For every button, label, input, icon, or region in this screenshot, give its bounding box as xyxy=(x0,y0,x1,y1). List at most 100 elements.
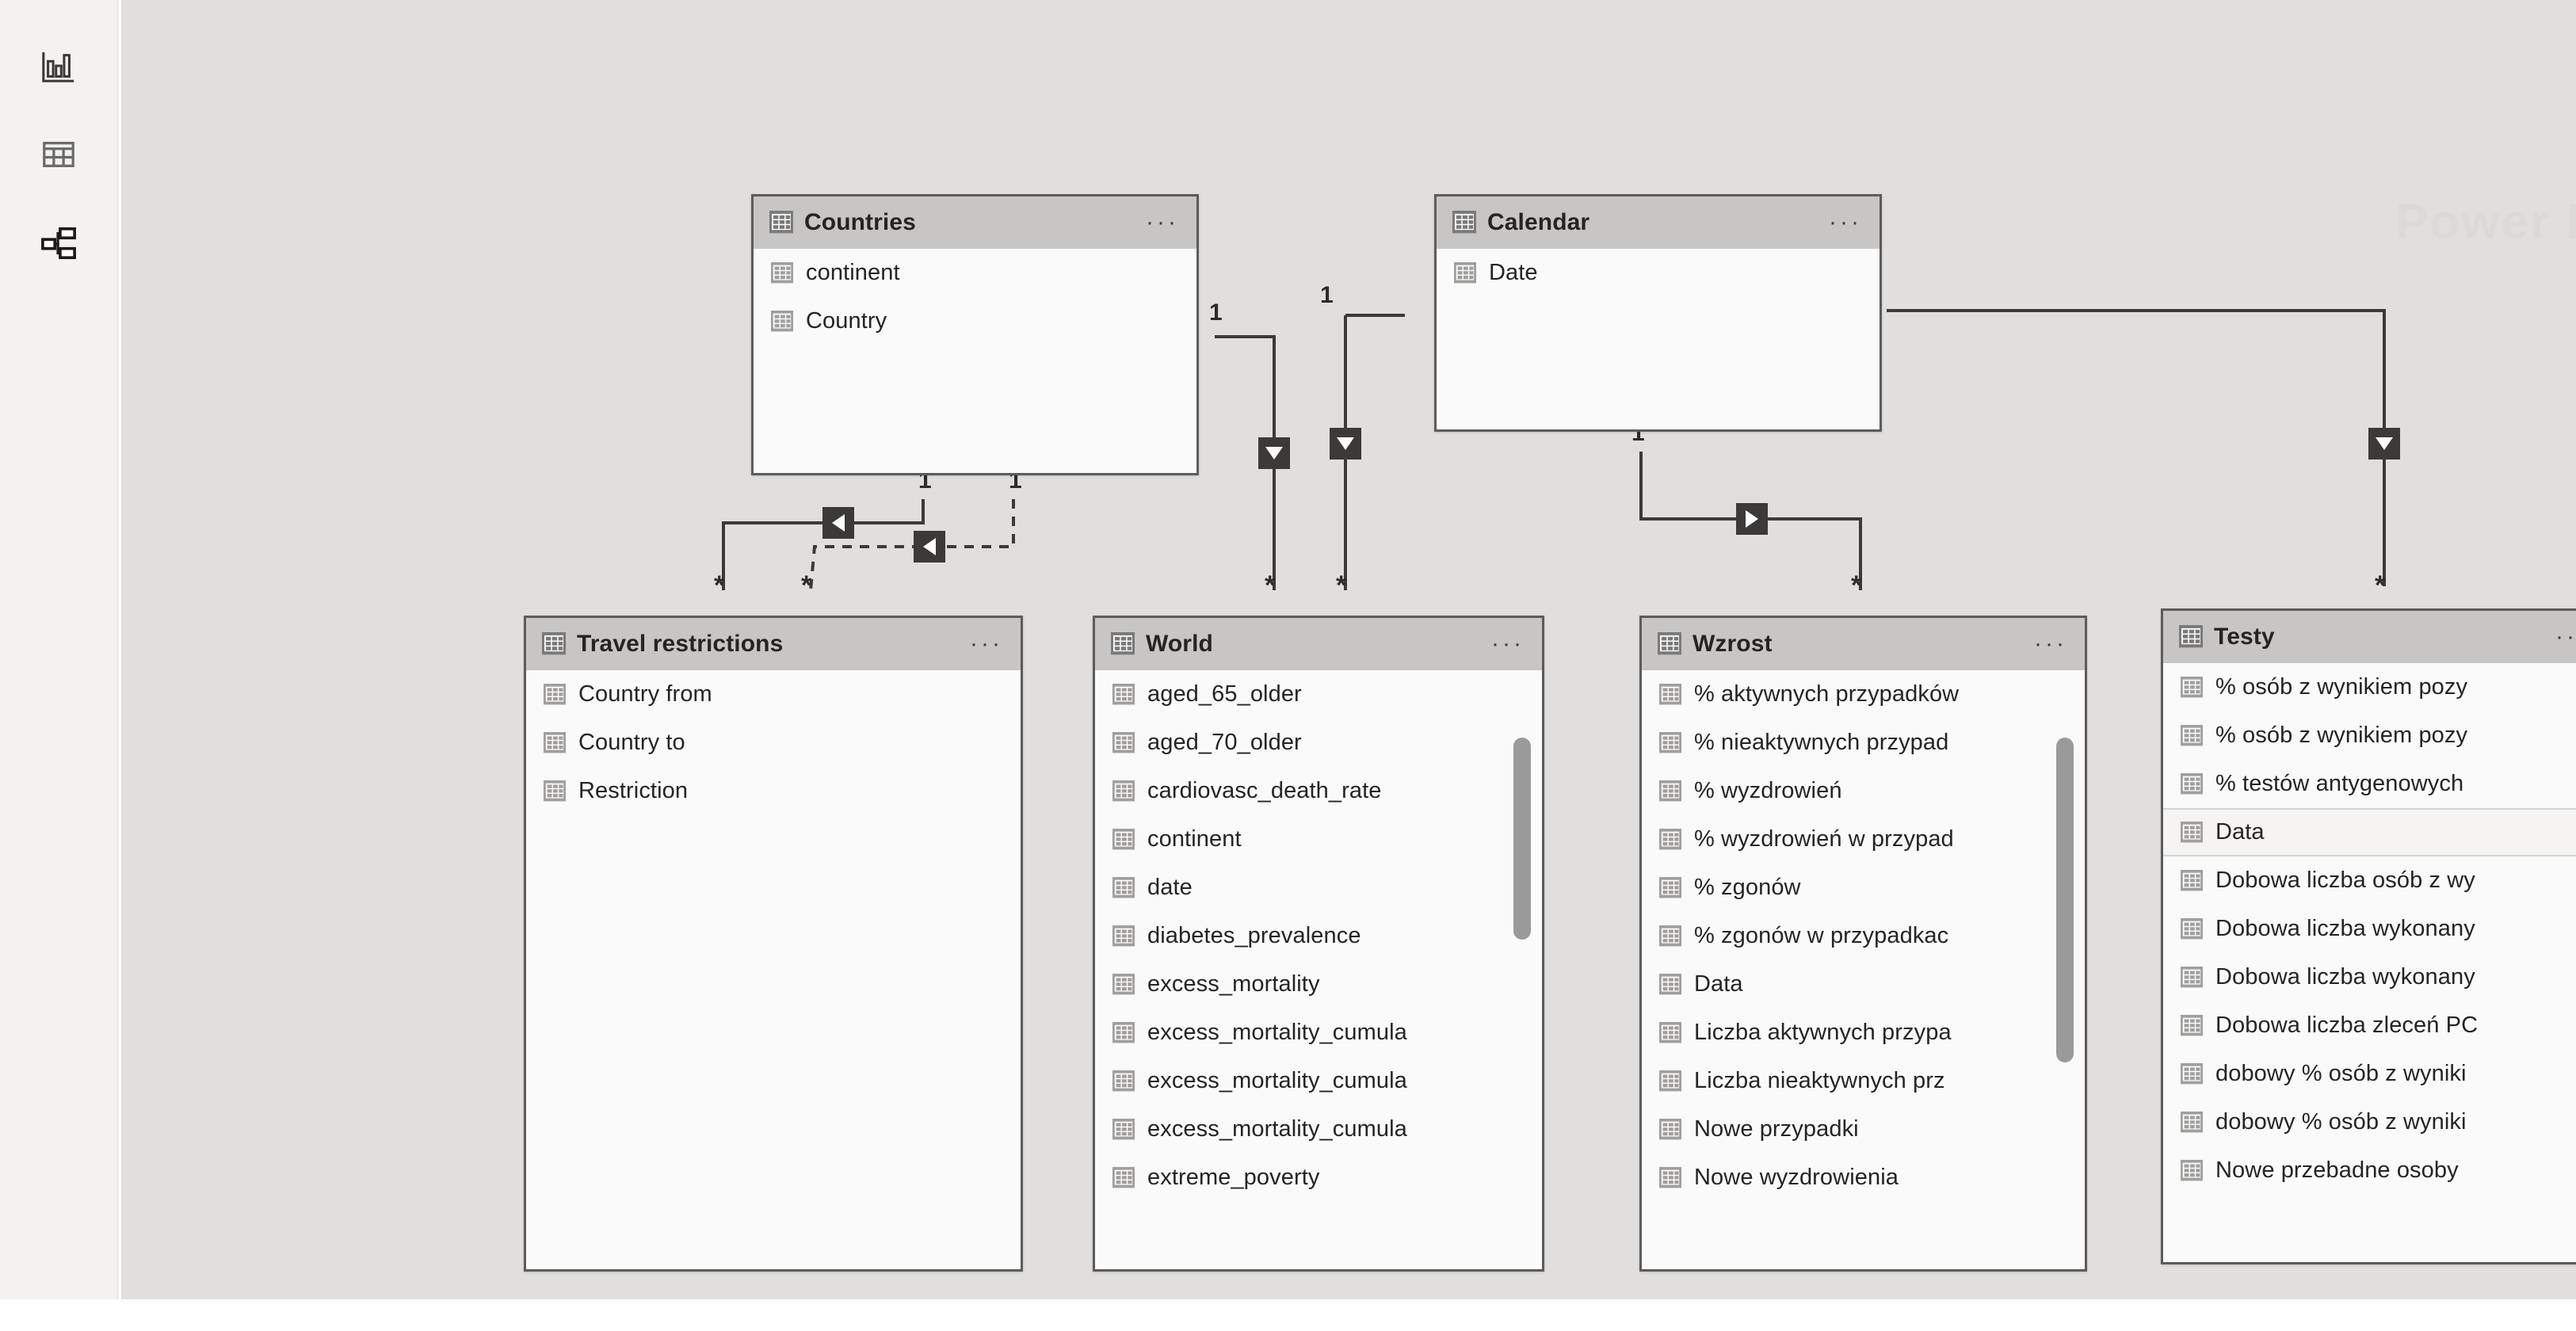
left-navigation-rail xyxy=(0,0,119,1299)
field-row[interactable]: aged_70_older xyxy=(1095,719,1542,767)
field-grid-icon xyxy=(1112,925,1135,948)
table-header-calendar[interactable]: Calendar··· xyxy=(1437,196,1880,249)
field-row[interactable]: aged_65_older xyxy=(1095,670,1542,719)
field-row[interactable]: Country to xyxy=(526,719,1021,767)
field-row[interactable]: diabetes_prevalence xyxy=(1095,912,1542,960)
field-row[interactable]: Data xyxy=(1642,960,2085,1009)
field-row[interactable]: continent xyxy=(1095,815,1542,864)
field-row[interactable]: Nowe przypadki xyxy=(1642,1105,2085,1154)
field-row[interactable]: Dobowa liczba zleceń PC xyxy=(2163,1001,2576,1050)
field-row[interactable]: extreme_poverty xyxy=(1095,1154,1542,1202)
table-header-world[interactable]: World ··· xyxy=(1095,618,1542,670)
field-row[interactable]: % wyzdrowień xyxy=(1642,767,2085,815)
table-more-options-icon[interactable]: ··· xyxy=(1491,631,1525,657)
table-card-wzrost[interactable]: Wzrost···% aktywnych przypadków% nieakty… xyxy=(1639,616,2087,1272)
field-grid-icon xyxy=(1659,780,1681,803)
table-field-list-wzrost[interactable]: % aktywnych przypadków% nieaktywnych prz… xyxy=(1642,670,2085,1269)
field-label: Dobowa liczba zleceń PC xyxy=(2215,1013,2479,1038)
field-row[interactable]: % nieaktywnych przypad xyxy=(1642,719,2085,767)
field-row[interactable]: % aktywnych przypadków xyxy=(1642,670,2085,719)
field-row[interactable]: Dobowa liczba wykonany xyxy=(2163,953,2576,1001)
field-label: Data xyxy=(2215,819,2265,845)
table-card-calendar[interactable]: Calendar···Date xyxy=(1434,194,1882,432)
table-grid-icon xyxy=(1111,632,1135,656)
field-grid-icon xyxy=(1112,1118,1135,1141)
table-title: World xyxy=(1146,631,1213,657)
relationship-calendar-wzrost[interactable] xyxy=(1639,452,1862,590)
field-row[interactable]: % zgonów xyxy=(1642,864,2085,912)
relationship-countries-travel-from[interactable] xyxy=(722,499,925,590)
field-row[interactable]: % osób z wynikiem pozy xyxy=(2163,711,2576,760)
table-field-list-testy[interactable]: % osób z wynikiem pozy% osób z wynikiem … xyxy=(2163,663,2576,1262)
field-grid-icon xyxy=(1659,876,1681,899)
table-more-options-icon[interactable]: ··· xyxy=(2555,624,2576,650)
field-grid-icon xyxy=(1659,1021,1681,1044)
field-row[interactable]: cardiovasc_death_rate xyxy=(1095,767,1542,815)
table-header-testy[interactable]: Testy··· xyxy=(2163,611,2576,663)
field-row[interactable]: dobowy % osób z wyniki xyxy=(2163,1050,2576,1098)
field-grid-icon xyxy=(1112,1166,1135,1189)
table-more-options-icon[interactable]: ··· xyxy=(1146,209,1179,235)
rail-item-data-view[interactable] xyxy=(0,127,116,182)
field-label: Nowe przypadki xyxy=(1694,1116,1859,1142)
field-row[interactable]: Dobowa liczba wykonany xyxy=(2163,905,2576,953)
table-header-countries[interactable]: Countries··· xyxy=(754,196,1196,249)
relationship-calendar-world[interactable] xyxy=(1330,314,1405,590)
field-label: Data xyxy=(1694,971,1743,997)
table-header-wzrost[interactable]: Wzrost··· xyxy=(1642,618,2085,670)
field-row[interactable]: excess_mortality_cumula xyxy=(1095,1057,1542,1105)
field-grid-icon xyxy=(1112,1070,1135,1093)
field-label: % zgonów xyxy=(1694,875,1801,900)
field-row[interactable]: Liczba nieaktywnych prz xyxy=(1642,1057,2085,1105)
field-row[interactable]: excess_mortality_cumula xyxy=(1095,1105,1542,1154)
field-row[interactable]: Country xyxy=(754,297,1196,345)
relationship-calendar-testy[interactable] xyxy=(1887,309,2400,586)
field-row[interactable]: Nowe przebadne osoby xyxy=(2163,1146,2576,1195)
table-card-testy[interactable]: Testy···% osób z wynikiem pozy% osób z w… xyxy=(2161,608,2576,1264)
field-row[interactable]: dobowy % osób z wyniki xyxy=(2163,1098,2576,1146)
field-row[interactable]: % zgonów w przypadkac xyxy=(1642,912,2085,960)
field-label: extreme_poverty xyxy=(1147,1165,1320,1190)
field-grid-icon xyxy=(1112,973,1135,996)
field-row[interactable]: Restriction xyxy=(526,767,1021,815)
field-row[interactable]: date xyxy=(1095,864,1542,912)
table-more-options-icon[interactable]: ··· xyxy=(1829,209,1862,235)
field-row[interactable]: % osób z wynikiem pozy xyxy=(2163,663,2576,711)
field-row[interactable]: excess_mortality_cumula xyxy=(1095,1009,1542,1057)
model-canvas[interactable]: Power BI xyxy=(121,0,2576,1299)
field-grid-icon xyxy=(2181,966,2203,989)
table-more-options-icon[interactable]: ··· xyxy=(970,631,1003,657)
table-vertical-scrollbar[interactable] xyxy=(1513,738,1531,940)
field-row[interactable]: Nowe wyzdrowienia xyxy=(1642,1154,2085,1202)
field-row[interactable]: continent xyxy=(754,249,1196,297)
table-field-list-calendar[interactable]: Date xyxy=(1437,249,1880,429)
table-header-travel-restrictions[interactable]: Travel restrictions··· xyxy=(526,618,1021,670)
field-grid-icon xyxy=(1659,973,1681,996)
field-label: Country from xyxy=(578,681,712,707)
field-row[interactable]: excess_mortality xyxy=(1095,960,1542,1009)
field-grid-icon xyxy=(2181,917,2203,940)
rail-item-model-view[interactable] xyxy=(0,215,116,271)
field-row[interactable]: Liczba aktywnych przypa xyxy=(1642,1009,2085,1057)
table-more-options-icon[interactable]: ··· xyxy=(2034,631,2067,657)
field-row[interactable]: % testów antygenowych xyxy=(2163,760,2576,808)
field-row[interactable]: Data xyxy=(2163,808,2576,856)
relationship-countries-travel-to[interactable] xyxy=(809,499,1015,591)
field-row[interactable]: % wyzdrowień w przypad xyxy=(1642,815,2085,864)
relationship-countries-world[interactable] xyxy=(1215,335,1290,590)
field-row[interactable]: Dobowa liczba osób z wy xyxy=(2163,856,2576,905)
rail-item-report-view[interactable] xyxy=(0,40,116,95)
table-grid-icon xyxy=(40,136,77,173)
field-label: continent xyxy=(806,260,900,285)
field-row[interactable]: Date xyxy=(1437,249,1880,297)
field-grid-icon xyxy=(2181,676,2203,699)
bar-chart-icon xyxy=(40,49,77,86)
table-vertical-scrollbar[interactable] xyxy=(2056,738,2074,1062)
field-row[interactable]: Country from xyxy=(526,670,1021,719)
